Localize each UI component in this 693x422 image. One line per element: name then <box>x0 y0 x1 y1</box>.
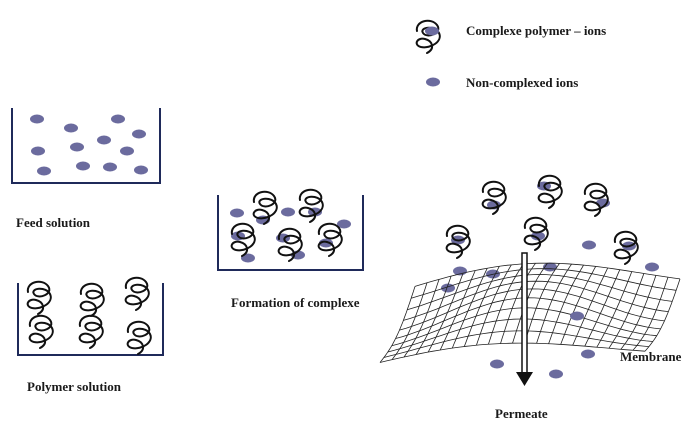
membrane-grid-line <box>500 263 536 344</box>
legend-complex-icon <box>415 19 441 55</box>
membrane-grid-line <box>512 262 548 344</box>
legend-ion-label: Non-complexed ions <box>466 75 579 90</box>
membrane-grid-line <box>572 267 609 346</box>
feed-solution-beaker <box>11 108 161 184</box>
membrane-grid-line <box>427 272 464 353</box>
membrane-grid-line <box>399 288 665 331</box>
membrane-grid-line <box>560 266 597 345</box>
permeate-ions <box>490 311 595 379</box>
membrane-grid-line <box>463 266 500 347</box>
legend-complex-label: Complexe polymer – ions <box>466 23 607 38</box>
membrane-grid-line <box>383 330 649 358</box>
feed-solution-label: Feed solution <box>16 215 91 230</box>
membrane-grid-line <box>379 342 646 363</box>
membrane-grid-line <box>451 268 488 349</box>
flow-arrow-icon <box>516 252 533 386</box>
membrane-grid-line <box>476 264 512 346</box>
feed-ions <box>30 114 148 176</box>
membrane-grid-line <box>632 277 669 351</box>
membrane-label: Membrane <box>620 349 682 364</box>
membrane-grid-line <box>536 263 572 344</box>
membrane-grid-line <box>410 268 677 299</box>
membrane-grid-line <box>620 275 657 350</box>
membrane-grid-line <box>414 262 681 287</box>
membrane-grid-line <box>548 264 584 344</box>
legend-ion-icon <box>426 77 440 87</box>
membrane-grid-line <box>391 282 428 360</box>
membrane-grid-line <box>379 286 416 363</box>
membrane-grid-line <box>524 263 560 344</box>
membrane-grid-line <box>596 271 633 348</box>
complexe-coils <box>230 188 343 262</box>
polymer-coils <box>26 276 152 355</box>
membrane-mesh <box>379 262 681 363</box>
membrane-process <box>379 174 681 386</box>
polymer-solution-beaker <box>17 276 164 356</box>
polymer-solution-label: Polymer solution <box>27 379 122 394</box>
membrane-grid-line <box>584 269 621 347</box>
membrane-grid-line <box>407 274 673 311</box>
membrane-grid-line <box>608 273 645 349</box>
membrane-grid-line <box>403 280 669 321</box>
membrane-grid-line <box>395 297 661 339</box>
membrane-grid-line <box>387 318 653 353</box>
membrane-grid-line <box>439 270 476 351</box>
membrane-grid-line <box>403 279 440 358</box>
complexe-beaker <box>217 188 364 271</box>
permeate-label: Permeate <box>495 406 548 421</box>
membrane-grid-line <box>644 278 681 352</box>
retained-ions <box>441 181 659 293</box>
membrane-grid-line <box>488 263 524 345</box>
formation-label: Formation of complexe <box>231 295 360 310</box>
membrane-grid-line <box>415 275 452 355</box>
